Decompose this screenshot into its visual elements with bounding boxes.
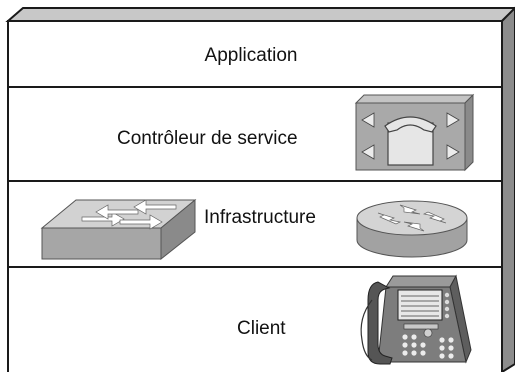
service-controller-layer-label: Contrôleur de service — [117, 128, 298, 149]
application-layer-label: Application — [204, 45, 298, 66]
ip-phone-icon — [360, 274, 472, 365]
box-side-face — [501, 6, 515, 372]
router-icon — [356, 200, 468, 258]
switch-icon — [40, 198, 197, 261]
infrastructure-layer-label: Infrastructure — [204, 207, 316, 228]
service-controller-icon — [354, 93, 475, 172]
box-top-face — [5, 7, 515, 22]
client-layer-label: Client — [237, 318, 286, 339]
